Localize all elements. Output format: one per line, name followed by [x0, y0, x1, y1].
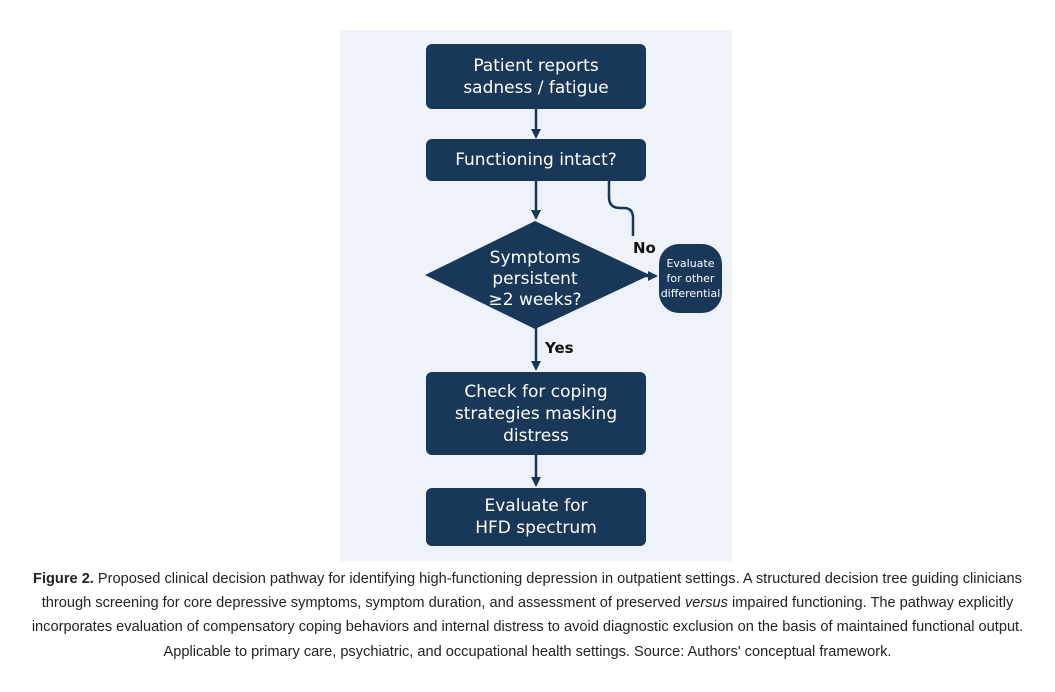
- functioning-decision-node: Functioning intact?: [426, 139, 646, 181]
- figure-caption: Figure 2. Proposed clinical decision pat…: [14, 567, 1041, 664]
- caption-text-1: Proposed clinical decision pathway for i…: [41, 571, 1022, 612]
- start-node: Patient reports sadness / fatigue: [426, 44, 646, 109]
- differential-node: Evaluate for other differential: [659, 244, 722, 313]
- no-branch-label: No: [633, 239, 656, 257]
- yes-branch-label: Yes: [545, 339, 574, 357]
- caption-italic: versus: [684, 595, 728, 612]
- coping-node: Check for coping strategies masking dist…: [426, 372, 646, 455]
- hfd-node: Evaluate for HFD spectrum: [426, 488, 646, 546]
- symptoms-decision-label: Symptoms persistent ≥2 weeks?: [488, 248, 582, 310]
- caption-label: Figure 2.: [33, 571, 94, 587]
- caption-text-2: impaired functioning. The pathway explic…: [31, 595, 1024, 660]
- decision-diamond: [425, 221, 650, 329]
- edge-functioning-to-no-branch: [607, 181, 635, 236]
